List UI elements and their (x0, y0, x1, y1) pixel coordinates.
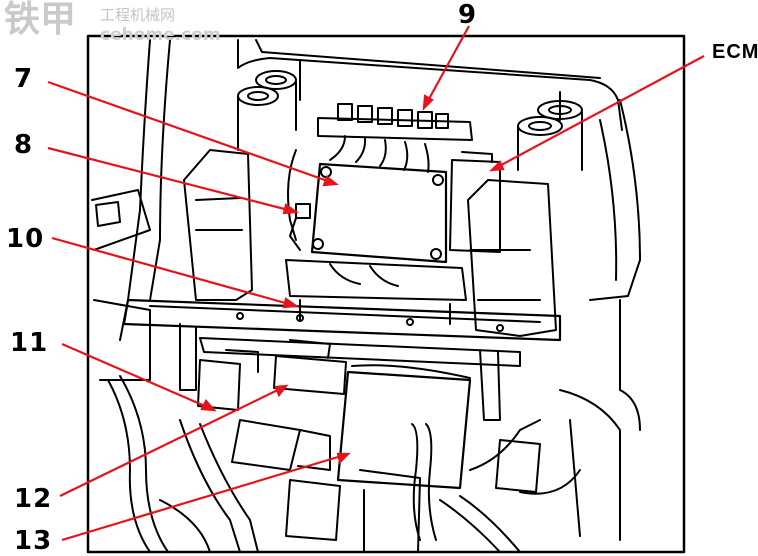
leader-9 (423, 25, 470, 109)
callout-11: 11 (10, 328, 49, 358)
callout-12: 12 (14, 484, 53, 514)
watermark-logo: 铁甲 (4, 0, 77, 40)
callout-ecm: ECM (712, 41, 758, 63)
leader-7 (47, 80, 337, 186)
callout-10: 10 (6, 224, 45, 254)
leader-11 (61, 342, 215, 412)
callout-7: 7 (14, 64, 34, 94)
callout-8: 8 (14, 130, 34, 160)
leader-12 (59, 385, 287, 497)
leader-8 (47, 146, 297, 214)
leader-lines (47, 25, 705, 542)
leader-ecm (491, 55, 705, 171)
leader-13 (61, 452, 349, 542)
callout-9: 9 (458, 0, 478, 30)
watermark-url: cehome.com (100, 25, 221, 45)
leader-10 (51, 236, 297, 308)
figure-frame (86, 34, 686, 554)
watermark: 铁甲 工程机械网 cehome.com (4, 0, 221, 44)
callout-13: 13 (14, 526, 53, 556)
watermark-site-name: 工程机械网 (100, 6, 176, 24)
